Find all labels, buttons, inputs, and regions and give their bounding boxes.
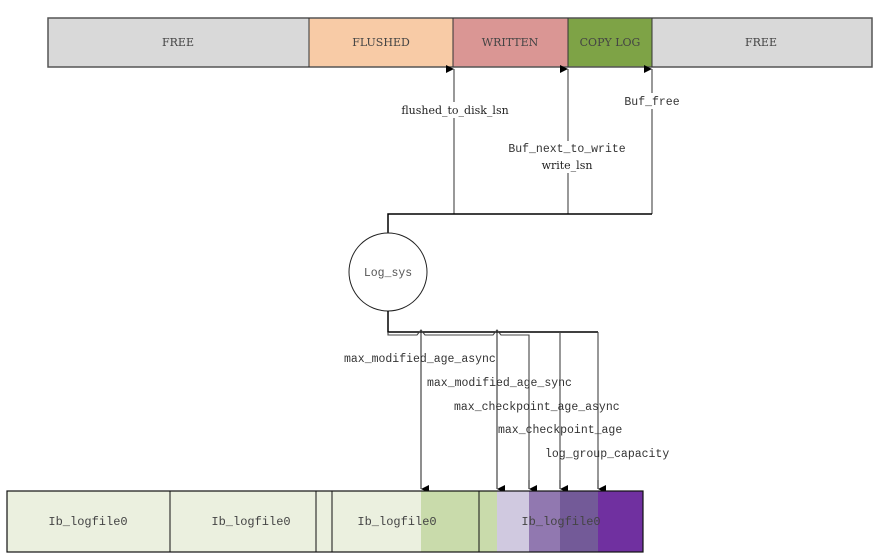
log-file-fill-lavender xyxy=(497,491,529,552)
buffer-segment-free-left xyxy=(48,18,309,67)
write-lsn-label: write_lsn xyxy=(542,159,593,172)
file-pointer-arrows: max_modified_age_async max_modified_age_… xyxy=(344,311,669,493)
buffer-segment-flushed xyxy=(309,18,453,67)
segment-label-free-right: FREE xyxy=(745,36,777,49)
log-file-fill-dark-purple xyxy=(560,491,598,552)
log-file-fill-light-green xyxy=(421,491,479,552)
buffer-segment-free-right xyxy=(652,18,872,67)
log-file-label: Ib_logfile0 xyxy=(357,515,436,529)
log-file-fill-mid-purple xyxy=(529,491,560,552)
log-file-label: Ib_logfile0 xyxy=(48,515,127,529)
buf-next-to-write-label: Buf_next_to_write xyxy=(508,143,625,156)
log-file-fill-light-green-2 xyxy=(479,491,497,552)
segment-label-copy-log: COPY LOG xyxy=(580,36,641,49)
buf-free-label: Buf_free xyxy=(624,96,679,109)
log-buffer-bar: FREE FLUSHED WRITTEN COPY LOG FREE xyxy=(47,17,873,68)
log-sys-label: Log_sys xyxy=(364,267,412,280)
buffer-segment-written xyxy=(453,18,568,67)
log-file-label: Ib_logfile0 xyxy=(521,515,600,529)
segment-label-flushed: FLUSHED xyxy=(352,36,410,49)
flushed-to-disk-lsn-label: flushed_to_disk_lsn xyxy=(401,104,508,117)
max-checkpoint-age-label: max_checkpoint_age xyxy=(498,424,622,437)
log-files-bar: Ib_logfile0 Ib_logfile0 Ib_logfile0 Ib_l… xyxy=(6,490,644,553)
max-modified-age-async-label: max_modified_age_async xyxy=(344,353,496,366)
buffer-pointer-arrows: flushed_to_disk_lsn Buf_next_to_write wr… xyxy=(387,65,680,237)
max-modified-age-sync-label: max_modified_age_sync xyxy=(427,377,572,390)
log-sys-upper-connector xyxy=(387,213,652,237)
max-checkpoint-age-async-label: max_checkpoint_age_async xyxy=(454,401,620,414)
segment-label-free-left: FREE xyxy=(162,36,194,49)
log-group-capacity-label: log_group_capacity xyxy=(545,448,669,461)
log-sys-node: Log_sys xyxy=(348,232,428,312)
buffer-segment-copy-log xyxy=(568,18,652,67)
log-file-label: Ib_logfile0 xyxy=(211,515,290,529)
segment-label-written: WRITTEN xyxy=(482,36,539,49)
log-file-fill-deep-purple xyxy=(598,491,643,552)
